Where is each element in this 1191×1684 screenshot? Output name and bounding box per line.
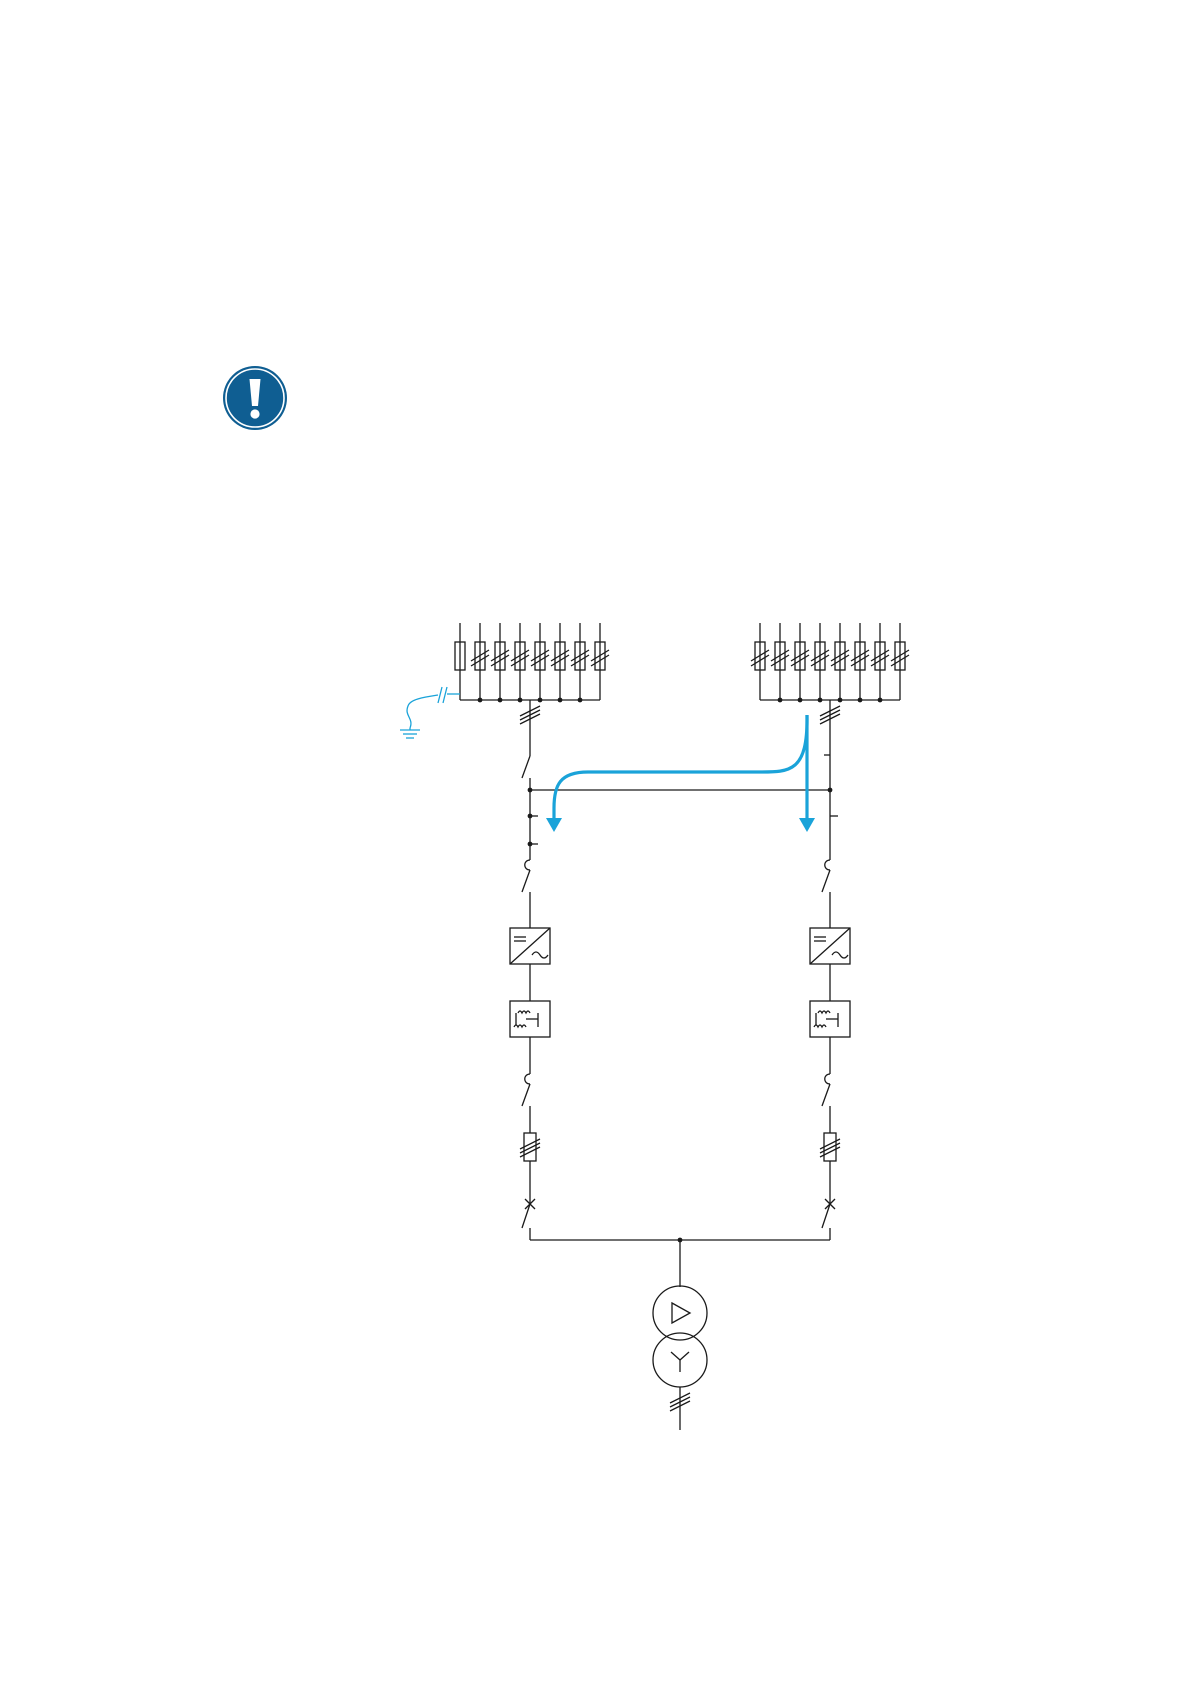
branch-right	[810, 700, 850, 1240]
ac-busbar-and-transformer	[530, 1238, 830, 1430]
inverter-icon	[510, 928, 550, 964]
pv-string	[831, 623, 849, 700]
pv-string	[531, 623, 549, 700]
pv-string	[771, 623, 789, 700]
pv-string	[851, 623, 869, 700]
pv-string	[471, 623, 489, 700]
pv-string	[551, 623, 569, 700]
pv-string	[791, 623, 809, 700]
transformer-delta-icon	[653, 1286, 707, 1340]
pv-array-left	[455, 623, 609, 702]
pv-string	[871, 623, 889, 700]
earth-ground-icon	[400, 730, 420, 738]
inverter-icon	[810, 928, 850, 964]
pv-string	[511, 623, 529, 700]
pv-string	[491, 623, 509, 700]
filter-module-icon	[510, 1001, 550, 1037]
fuse-icon	[820, 1133, 840, 1161]
pv-string	[591, 623, 609, 700]
current-flow-arrows	[554, 715, 807, 820]
pv-array-right	[751, 623, 909, 702]
branch-left	[510, 700, 550, 1240]
pv-string	[811, 623, 829, 700]
ground-capacitor-branch	[400, 687, 460, 738]
flow-arrowheads	[546, 818, 815, 832]
filter-module-icon	[810, 1001, 850, 1037]
pv-string	[571, 623, 589, 700]
pv-string	[751, 623, 769, 700]
pv-string	[455, 623, 465, 700]
transformer-wye-icon	[653, 1333, 707, 1387]
flow-arrow-to-left-branch	[554, 715, 807, 820]
fuse-icon	[520, 1133, 540, 1161]
pv-string	[891, 623, 909, 700]
